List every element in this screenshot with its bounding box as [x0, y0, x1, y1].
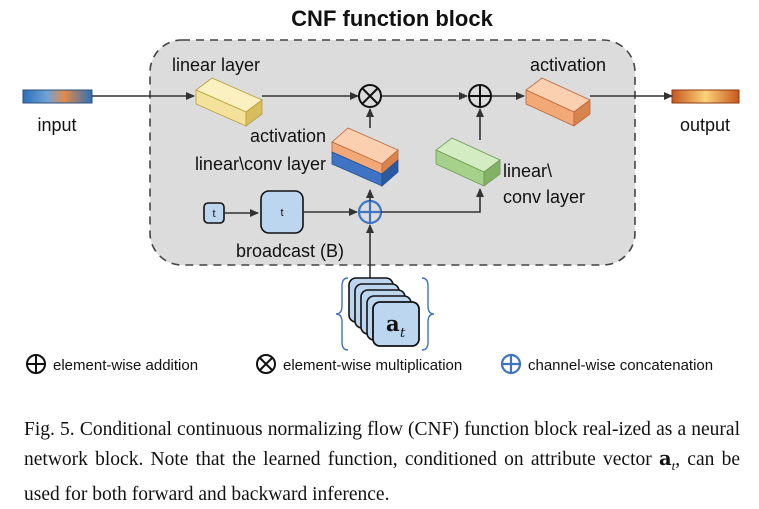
at-main-label: a [386, 311, 400, 336]
activation-linear-conv-block [331, 127, 399, 187]
legend-multiply-icon [256, 354, 276, 374]
diagram-title: CNF function block [291, 6, 493, 31]
legend-multiplication-text: element-wise multiplication [283, 357, 462, 374]
linear-conv-layer-label: linear\conv layer [195, 154, 326, 174]
activation-top-label: activation [530, 55, 606, 75]
activation-block-top [525, 77, 591, 127]
legend-concat-icon [500, 353, 522, 375]
legend: element-wise addition element-wise multi… [26, 353, 713, 375]
linear-layer-label: linear layer [172, 55, 260, 75]
broadcast-t-label: t [280, 207, 283, 219]
input-label: input [37, 115, 76, 135]
caption-vector: a [658, 447, 672, 470]
concat-to-green-wire [381, 188, 484, 213]
legend-concatenation-text: channel-wise concatenation [528, 357, 713, 374]
add-operator-icon [468, 84, 492, 108]
attribute-vector-stack: a t [335, 277, 435, 351]
output-label: output [680, 115, 730, 135]
caption-vector-sub: t [671, 457, 676, 473]
broadcast-label: broadcast (B) [236, 241, 344, 261]
t-input-label: t [212, 208, 215, 220]
caption-suffix: , can be used for both forward and backw… [24, 449, 740, 505]
cnf-diagram: CNF function block input output linear l… [22, 6, 740, 375]
multiply-operator-icon [358, 84, 382, 108]
at-sub-label: t [400, 326, 406, 341]
linear-layer-block [195, 77, 263, 127]
figure-caption: Fig. 5. Conditional continuous normalizi… [24, 415, 740, 509]
legend-addition-text: element-wise addition [53, 357, 198, 374]
linear-right-label-line1: linear\ [503, 161, 552, 181]
activation-mid-label: activation [250, 126, 326, 146]
output-tensor [671, 89, 740, 104]
caption-prefix: Fig. 5. Conditional continuous normalizi… [24, 419, 740, 470]
linear-right-label-line2: conv layer [503, 187, 585, 207]
legend-add-icon [26, 354, 46, 374]
concat-operator-icon [357, 199, 383, 225]
input-tensor [22, 89, 93, 104]
linear-conv-block-right [435, 137, 501, 187]
